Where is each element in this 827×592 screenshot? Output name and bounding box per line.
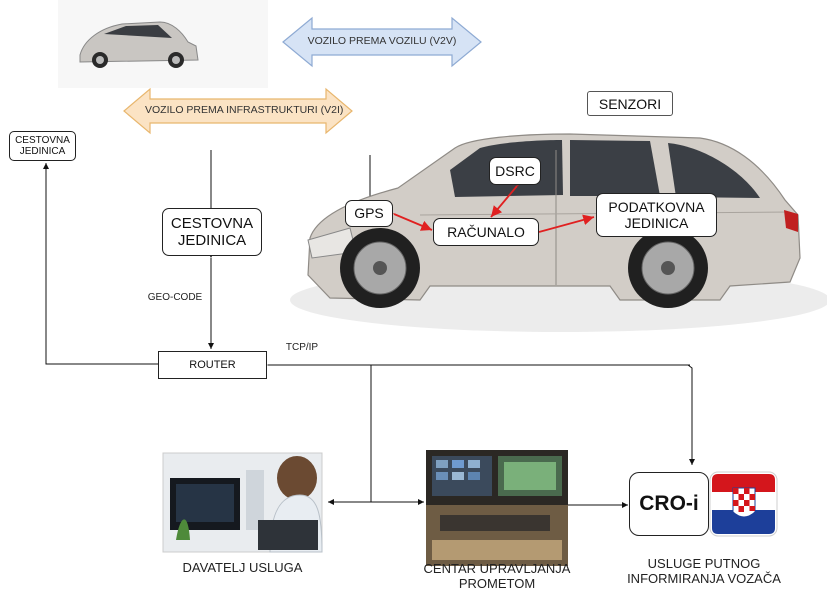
office-photo <box>162 452 323 553</box>
traveler-info-label: USLUGE PUTNOG INFORMIRANJA VOZAČA <box>606 556 802 587</box>
croatia-flag-icon <box>709 471 778 537</box>
provider-label: DAVATELJ USLUGA <box>182 560 303 575</box>
bus-to-cro-i-link <box>687 364 695 465</box>
small-road-unit-line-2: JEDINICA <box>19 146 66 157</box>
tcpip-label: TCP/IP <box>285 342 319 353</box>
road-unit-line-2: JEDINICA <box>177 232 247 249</box>
podatkovna-line-1: PODATKOVNA <box>608 198 705 215</box>
small-road-unit-box: CESTOVNA JEDINICA <box>9 131 76 161</box>
control-room-photo <box>426 450 568 566</box>
road-unit-line-1: CESTOVNA <box>170 214 254 232</box>
router-to-small-unit-link <box>43 163 158 365</box>
gps-racunalo-arrow <box>381 204 433 231</box>
small-car-photo <box>58 0 268 88</box>
dsrc-racunalo-arrow <box>490 174 529 218</box>
center-label-line-1: CENTAR UPRAVLJANJA <box>423 561 571 576</box>
center-label: CENTAR UPRAVLJANJA PROMETOM <box>400 561 594 592</box>
cro-i-box: CRO-i <box>629 472 709 536</box>
dsrc-box: DSRC <box>489 157 541 185</box>
racunalo-box: RAČUNALO <box>433 218 539 246</box>
road-unit-box: CESTOVNA JEDINICA <box>162 208 262 256</box>
v2i-arrow <box>123 87 353 135</box>
v2i-label: VOZILO PREMA INFRASTRUKTURI (V2I) <box>145 104 344 116</box>
center-label-line-2: PROMETOM <box>458 575 536 591</box>
senzori-label: SENZORI <box>587 91 673 116</box>
geo-code-label: GEO-CODE <box>147 292 203 303</box>
small-road-unit-line-1: CESTOVNA <box>15 134 70 146</box>
podatkovna-jedinica-box: PODATKOVNA JEDINICA <box>596 193 717 237</box>
gps-box: GPS <box>345 200 393 227</box>
large-car-photo <box>290 133 827 332</box>
traveler-info-line-1: USLUGE PUTNOG <box>647 556 761 571</box>
v2v-arrow <box>282 16 482 68</box>
v2v-label: VOZILO PREMA VOZILU (V2V) <box>307 35 457 47</box>
router-box: ROUTER <box>158 351 267 379</box>
traveler-info-line-2: INFORMIRANJA VOZAČA <box>627 570 781 586</box>
racunalo-podatkovna-arrow <box>527 214 595 241</box>
podatkovna-line-2: JEDINICA <box>624 215 689 231</box>
